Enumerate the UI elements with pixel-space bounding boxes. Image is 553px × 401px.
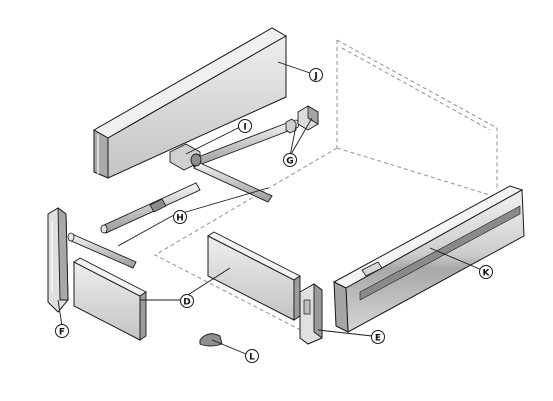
callout-i: I [238,119,252,133]
inner-panel-d-left [73,257,147,341]
cap-l [199,333,223,347]
drawer-side-k [332,185,525,333]
leader-lines [57,61,483,355]
drawer-outline-dashed [153,39,498,341]
callout-label-h: H [176,213,184,223]
callout-j: J [309,68,323,82]
telescopic-rod-h [100,182,201,234]
front-fitting-f [47,207,69,313]
connector-g [285,105,319,134]
callout-k: K [479,265,493,279]
callout-d: D [180,294,194,308]
front-bracket-e [299,283,323,345]
rear-rod [67,232,137,269]
callout-label-j: J [313,71,317,81]
rear-panel-j [92,27,288,179]
callout-label-d: D [183,297,190,307]
callout-f: F [55,324,69,338]
inner-panel-d-center [207,231,301,321]
callout-g: G [283,153,297,167]
callout-label-l: L [249,352,255,362]
callout-h: H [173,210,187,224]
callout-label-i: I [243,122,246,132]
callout-label-f: F [59,327,65,337]
callout-label-k: K [483,268,491,278]
callout-label-g: G [286,156,293,166]
callout-l: L [245,349,259,363]
callout-label-e: E [375,333,381,343]
callout-e: E [371,330,385,344]
